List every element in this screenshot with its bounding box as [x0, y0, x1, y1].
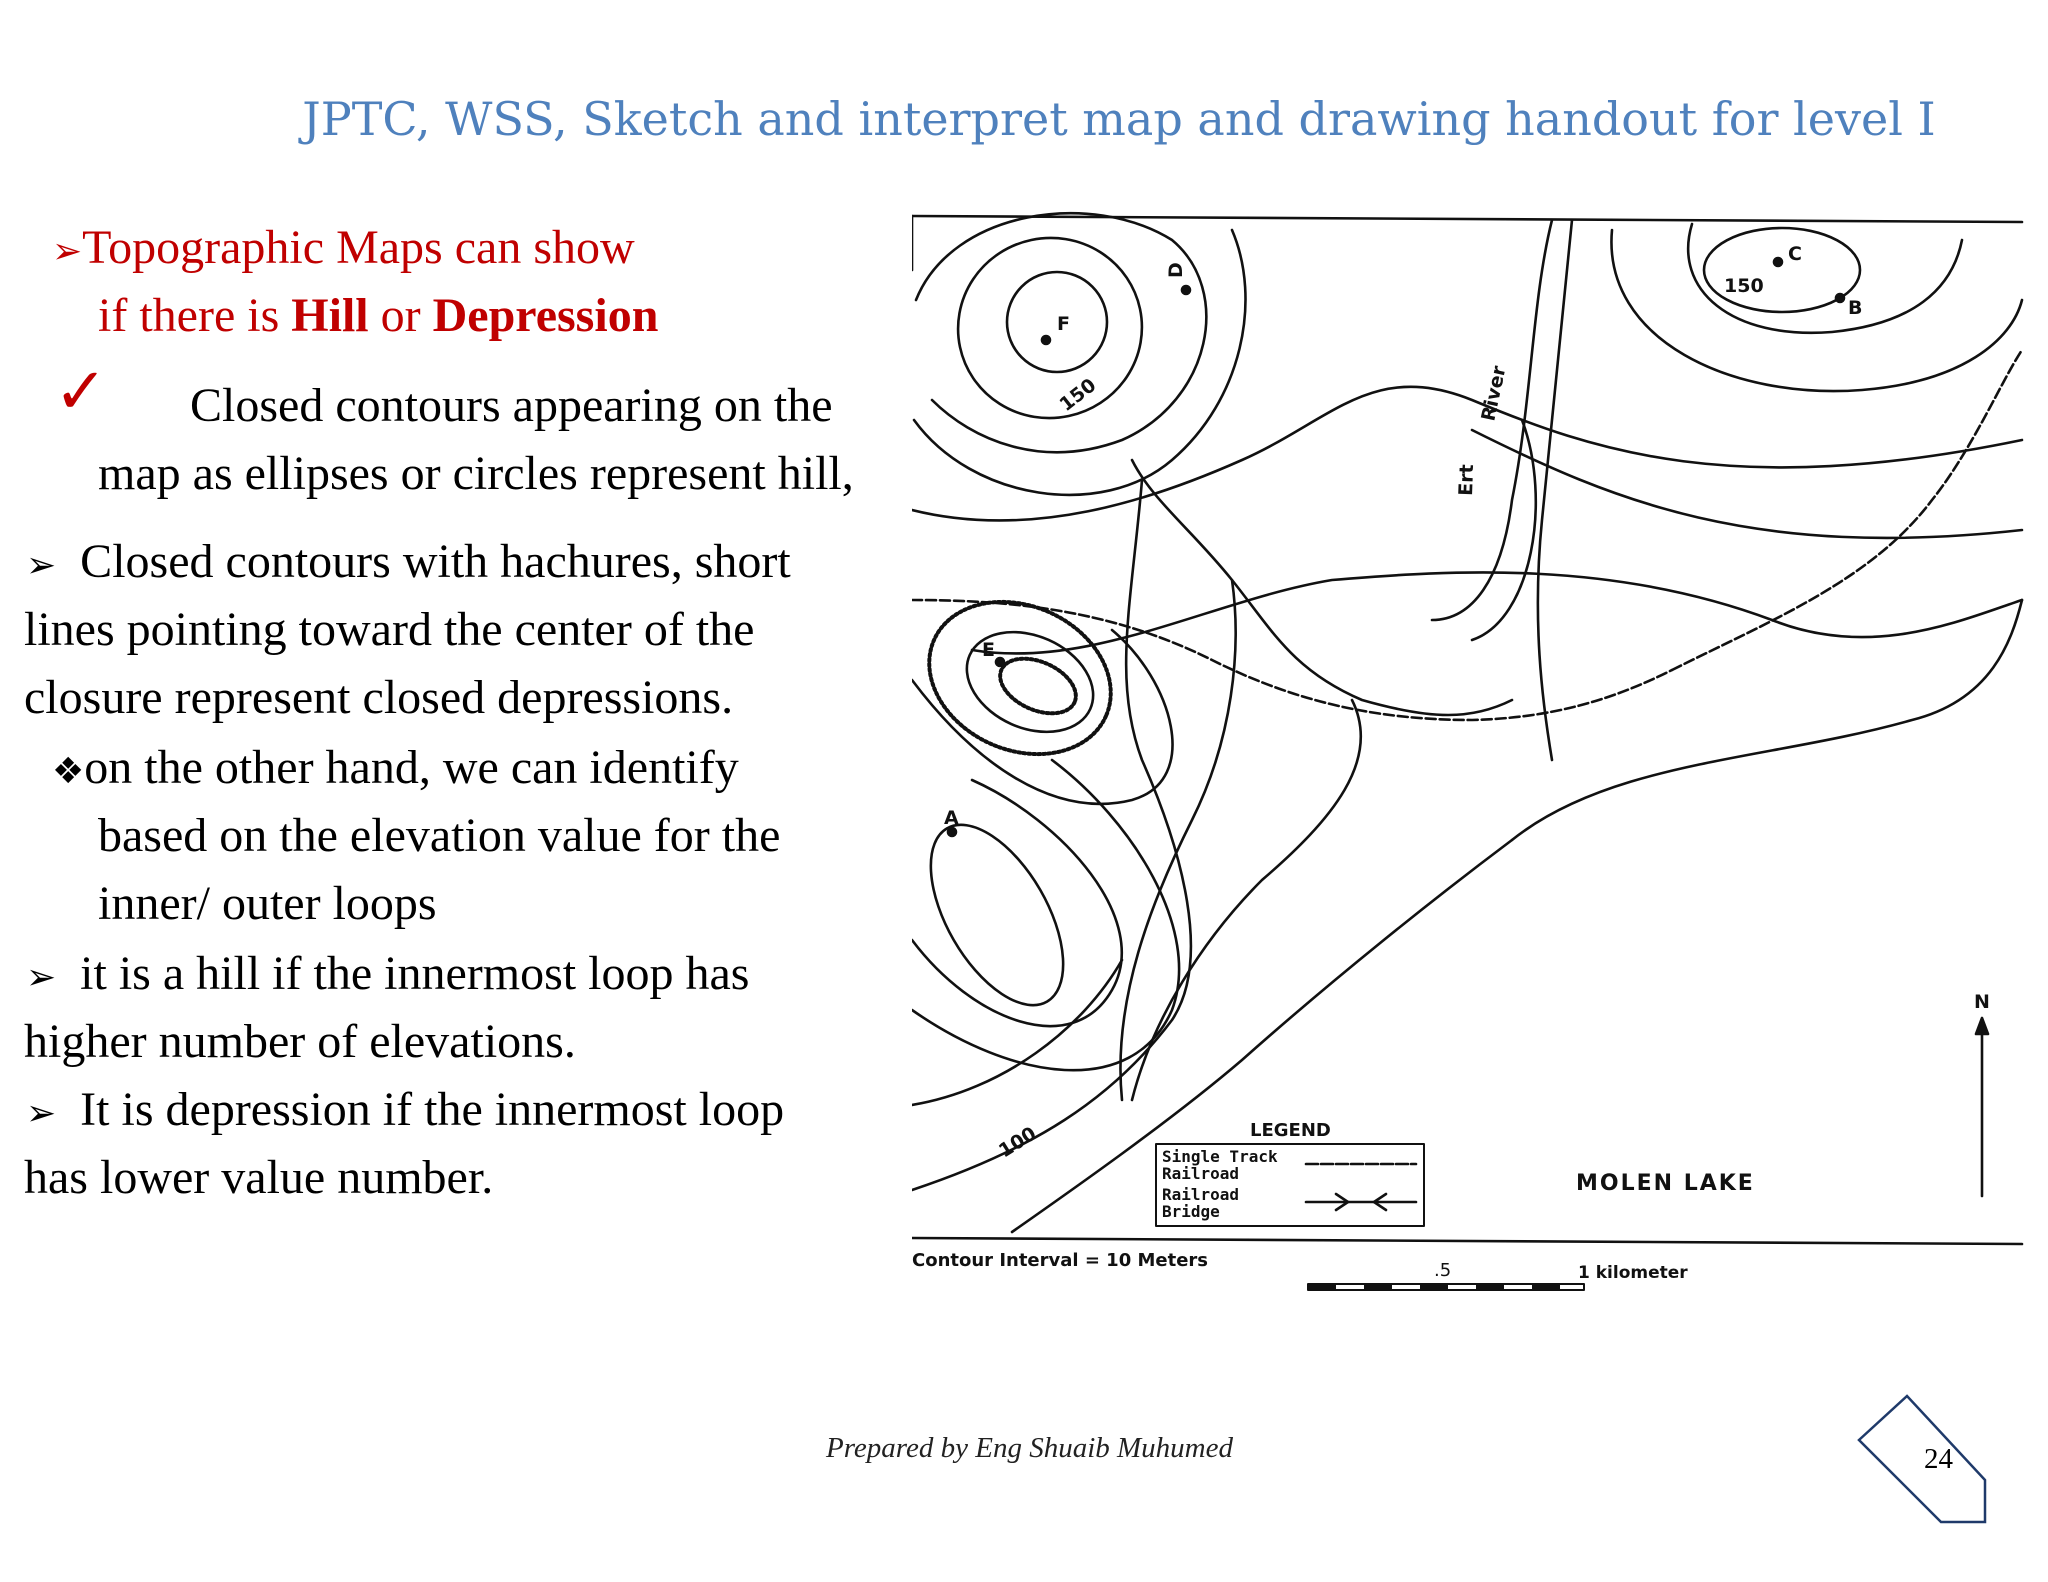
contour-a-outer [912, 758, 1181, 1072]
hill-rule-text-1: it is a hill if the innermost loop has [80, 947, 750, 1000]
point-e-dot [994, 656, 1006, 668]
intro-depression: Depression [432, 289, 659, 342]
river-ert [1430, 218, 1554, 622]
contour-100 [912, 478, 1193, 1192]
page-number-badge [1857, 1394, 1987, 1524]
contour-c-middle [1686, 222, 1964, 335]
intro-line-1: ➢Topographic Maps can show [52, 214, 635, 286]
point-f-dot [1040, 334, 1052, 346]
label-north: N [1974, 991, 1990, 1013]
label-b: B [1848, 297, 1862, 319]
hachures-text-1: Closed contours with hachures, short [80, 535, 791, 588]
label-d: D [1165, 262, 1187, 278]
contour-long-1 [912, 385, 2024, 522]
point-a-dot [946, 826, 958, 838]
topographic-map: F D C B E A 150 150 100 River Ert N MOLE… [912, 211, 2024, 1291]
contour-lower [912, 958, 1124, 1107]
page-header: JPTC, WSS, Sketch and interpret map and … [302, 92, 1936, 146]
river-branch [1470, 418, 1538, 642]
legend-box [1155, 1143, 1425, 1227]
intro-text-1: Topographic Maps can show [82, 221, 635, 274]
depression-e-inner [998, 656, 1078, 716]
checkmark-icon: ✓ [54, 356, 108, 427]
label-150-left: 150 [1056, 374, 1101, 416]
identify-text-1: on the other hand, we can identify [84, 741, 739, 794]
road-2 [1119, 578, 1237, 1102]
legend-bridge-arrow-icon [1334, 1192, 1350, 1212]
contour-f-middle [956, 236, 1144, 420]
contour-a-middle [912, 778, 1124, 1028]
contour-f-outer [914, 211, 1208, 454]
contour-long-3 [1470, 428, 2024, 540]
arrow-bullet-icon: ➢ [26, 1093, 57, 1134]
hachures-line-2: lines pointing toward the center of the [24, 603, 755, 656]
label-150-right: 150 [1724, 275, 1764, 297]
arrow-bullet-icon: ➢ [52, 231, 83, 272]
scale-bar-ticks [1308, 1284, 1560, 1290]
contour-c-inner [1702, 226, 1862, 314]
label-f: F [1057, 313, 1070, 335]
contour-c-outer [1610, 228, 2024, 393]
depression-rule-text-1: It is depression if the innermost loop [80, 1083, 785, 1136]
intro-line-2: if there is Hill or Depression [98, 282, 658, 350]
contour-f-inner [1005, 270, 1109, 374]
contour-long-2 [970, 571, 2024, 655]
hill-rule-line-1: ➢ it is a hill if the innermost loop has [26, 940, 749, 1012]
road-3 [1130, 698, 1363, 1102]
identify-line-1: ❖on the other hand, we can identify [52, 734, 739, 806]
scale-mid-label: .5 [1434, 1260, 1451, 1281]
intro-text-2b: or [368, 289, 433, 342]
railroad-1 [912, 598, 1674, 722]
map-legend: LEGEND Single Track Railroad Railroad Br… [1155, 1120, 1425, 1227]
north-arrow-icon [1974, 1016, 1990, 1036]
contour-lake-shore [1010, 838, 1514, 1234]
map-bottom-border [912, 1236, 2024, 1246]
label-ert: Ert [1455, 464, 1478, 496]
page-number: 24 [1924, 1443, 1953, 1475]
contour-a-inner [929, 823, 1065, 1007]
intro-hill: Hill [291, 289, 369, 342]
label-c: C [1788, 243, 1802, 265]
contour-interval: Contour Interval = 10 Meters [912, 1250, 1208, 1271]
label-100: 100 [995, 1123, 1040, 1163]
road-1 [1130, 458, 1514, 717]
map-top-border [912, 214, 2024, 224]
legend-title: LEGEND [1250, 1120, 1331, 1141]
point-d-dot [1180, 284, 1192, 296]
label-e: E [982, 639, 995, 661]
label-a: A [944, 807, 959, 829]
check-line-1: Closed contours appearing on the [190, 379, 833, 432]
intro-text-2a: if there is [98, 289, 292, 342]
contour-lake-shore-2 [1510, 598, 2024, 842]
arrow-bullet-icon: ➢ [26, 957, 57, 998]
contour-e-outer [912, 628, 1174, 806]
footer-prepared-by: Prepared by Eng Shuaib Muhumed [826, 1432, 1233, 1464]
hill-rule-line-2: higher number of elevations. [24, 1015, 576, 1068]
depression-e-middle [965, 630, 1095, 734]
page-number-shape [1857, 1394, 1987, 1524]
scale-end-label: 1 kilometer [1578, 1263, 1688, 1283]
hachures-line-1: ➢ Closed contours with hachures, short [26, 528, 791, 600]
label-molen-lake: MOLEN LAKE [1576, 1171, 1755, 1196]
identify-line-2: based on the elevation value for the [98, 809, 781, 862]
check-line-2: map as ellipses or circles represent hil… [98, 447, 854, 500]
legend-item2-a: Railroad [1162, 1185, 1239, 1204]
depression-rule-line-1: ➢ It is depression if the innermost loop [26, 1076, 784, 1148]
river-ert-bank [1536, 218, 1574, 762]
diamond-bullet-icon: ❖ [52, 751, 85, 792]
railroad-2 [1670, 348, 2024, 672]
depression-rule-line-2: has lower value number. [24, 1151, 494, 1204]
identify-line-3: inner/ outer loops [98, 877, 437, 930]
hachures-line-3: closure represent closed depressions. [24, 671, 734, 724]
point-c-dot [1772, 256, 1784, 268]
depression-e-outer [927, 599, 1113, 757]
legend-item1-b: Railroad [1162, 1164, 1239, 1183]
point-b-dot [1834, 292, 1846, 304]
legend-item2-b: Bridge [1162, 1202, 1220, 1221]
contour-f-outer-2 [912, 228, 1247, 497]
legend-bridge-arrow-icon-2 [1372, 1192, 1388, 1212]
arrow-bullet-icon: ➢ [26, 545, 57, 586]
legend-item1-a: Single Track [1162, 1147, 1278, 1166]
